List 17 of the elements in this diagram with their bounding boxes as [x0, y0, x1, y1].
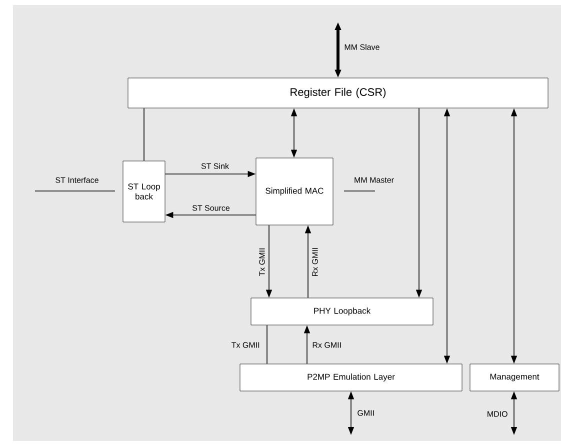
block-box: Register File (CSR): [128, 78, 548, 108]
signal-label: MM Master: [354, 177, 394, 183]
edge-label: ST Source: [191, 204, 231, 212]
block-box: PHY Loopback: [250, 298, 434, 326]
edge-label: Tx GMII: [258, 246, 266, 278]
edge-label: Rx GMII: [311, 341, 343, 349]
edge-label: Rx GMII: [311, 246, 319, 278]
edge-label: MM Slave: [343, 43, 381, 51]
edge-label: ST Sink: [200, 162, 230, 170]
block-box: ST Loop back: [122, 160, 166, 222]
signal-label: ST Interface: [56, 177, 98, 183]
block-box: P2MP Emulation Layer: [240, 364, 462, 392]
edge-label: Tx GMII: [230, 341, 261, 349]
block-box: Management: [470, 364, 560, 392]
edge-label: GMII: [356, 409, 376, 417]
edge-label: MDIO: [486, 410, 509, 418]
block-box: Simplified MAC: [256, 158, 334, 226]
